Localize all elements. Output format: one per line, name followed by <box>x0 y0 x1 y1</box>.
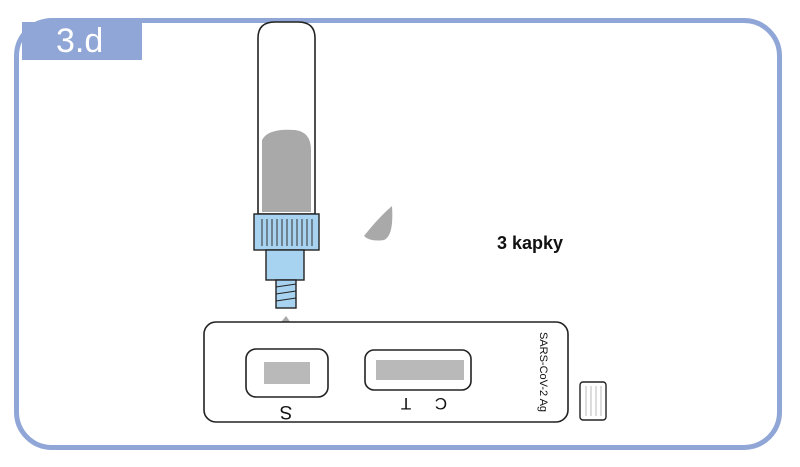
test-cassette: S T C SARS-CoV-2 Ag <box>203 321 569 423</box>
falling-drop <box>364 206 393 241</box>
desiccant-packet <box>579 381 607 421</box>
control-line-label: C <box>435 394 447 413</box>
cap-ridges <box>261 219 313 246</box>
step-number-label: 3.d <box>22 22 142 60</box>
cap-neck <box>265 249 305 281</box>
drop-count-label: 3 kapky <box>497 233 564 253</box>
sample-well-label: S <box>280 401 293 422</box>
cassette-brand: SARS-CoV-2 Ag <box>537 332 549 412</box>
dropper-tip <box>275 279 297 309</box>
sample-liquid <box>262 129 311 212</box>
test-line-label: T <box>401 394 411 413</box>
extraction-tube <box>253 21 320 309</box>
